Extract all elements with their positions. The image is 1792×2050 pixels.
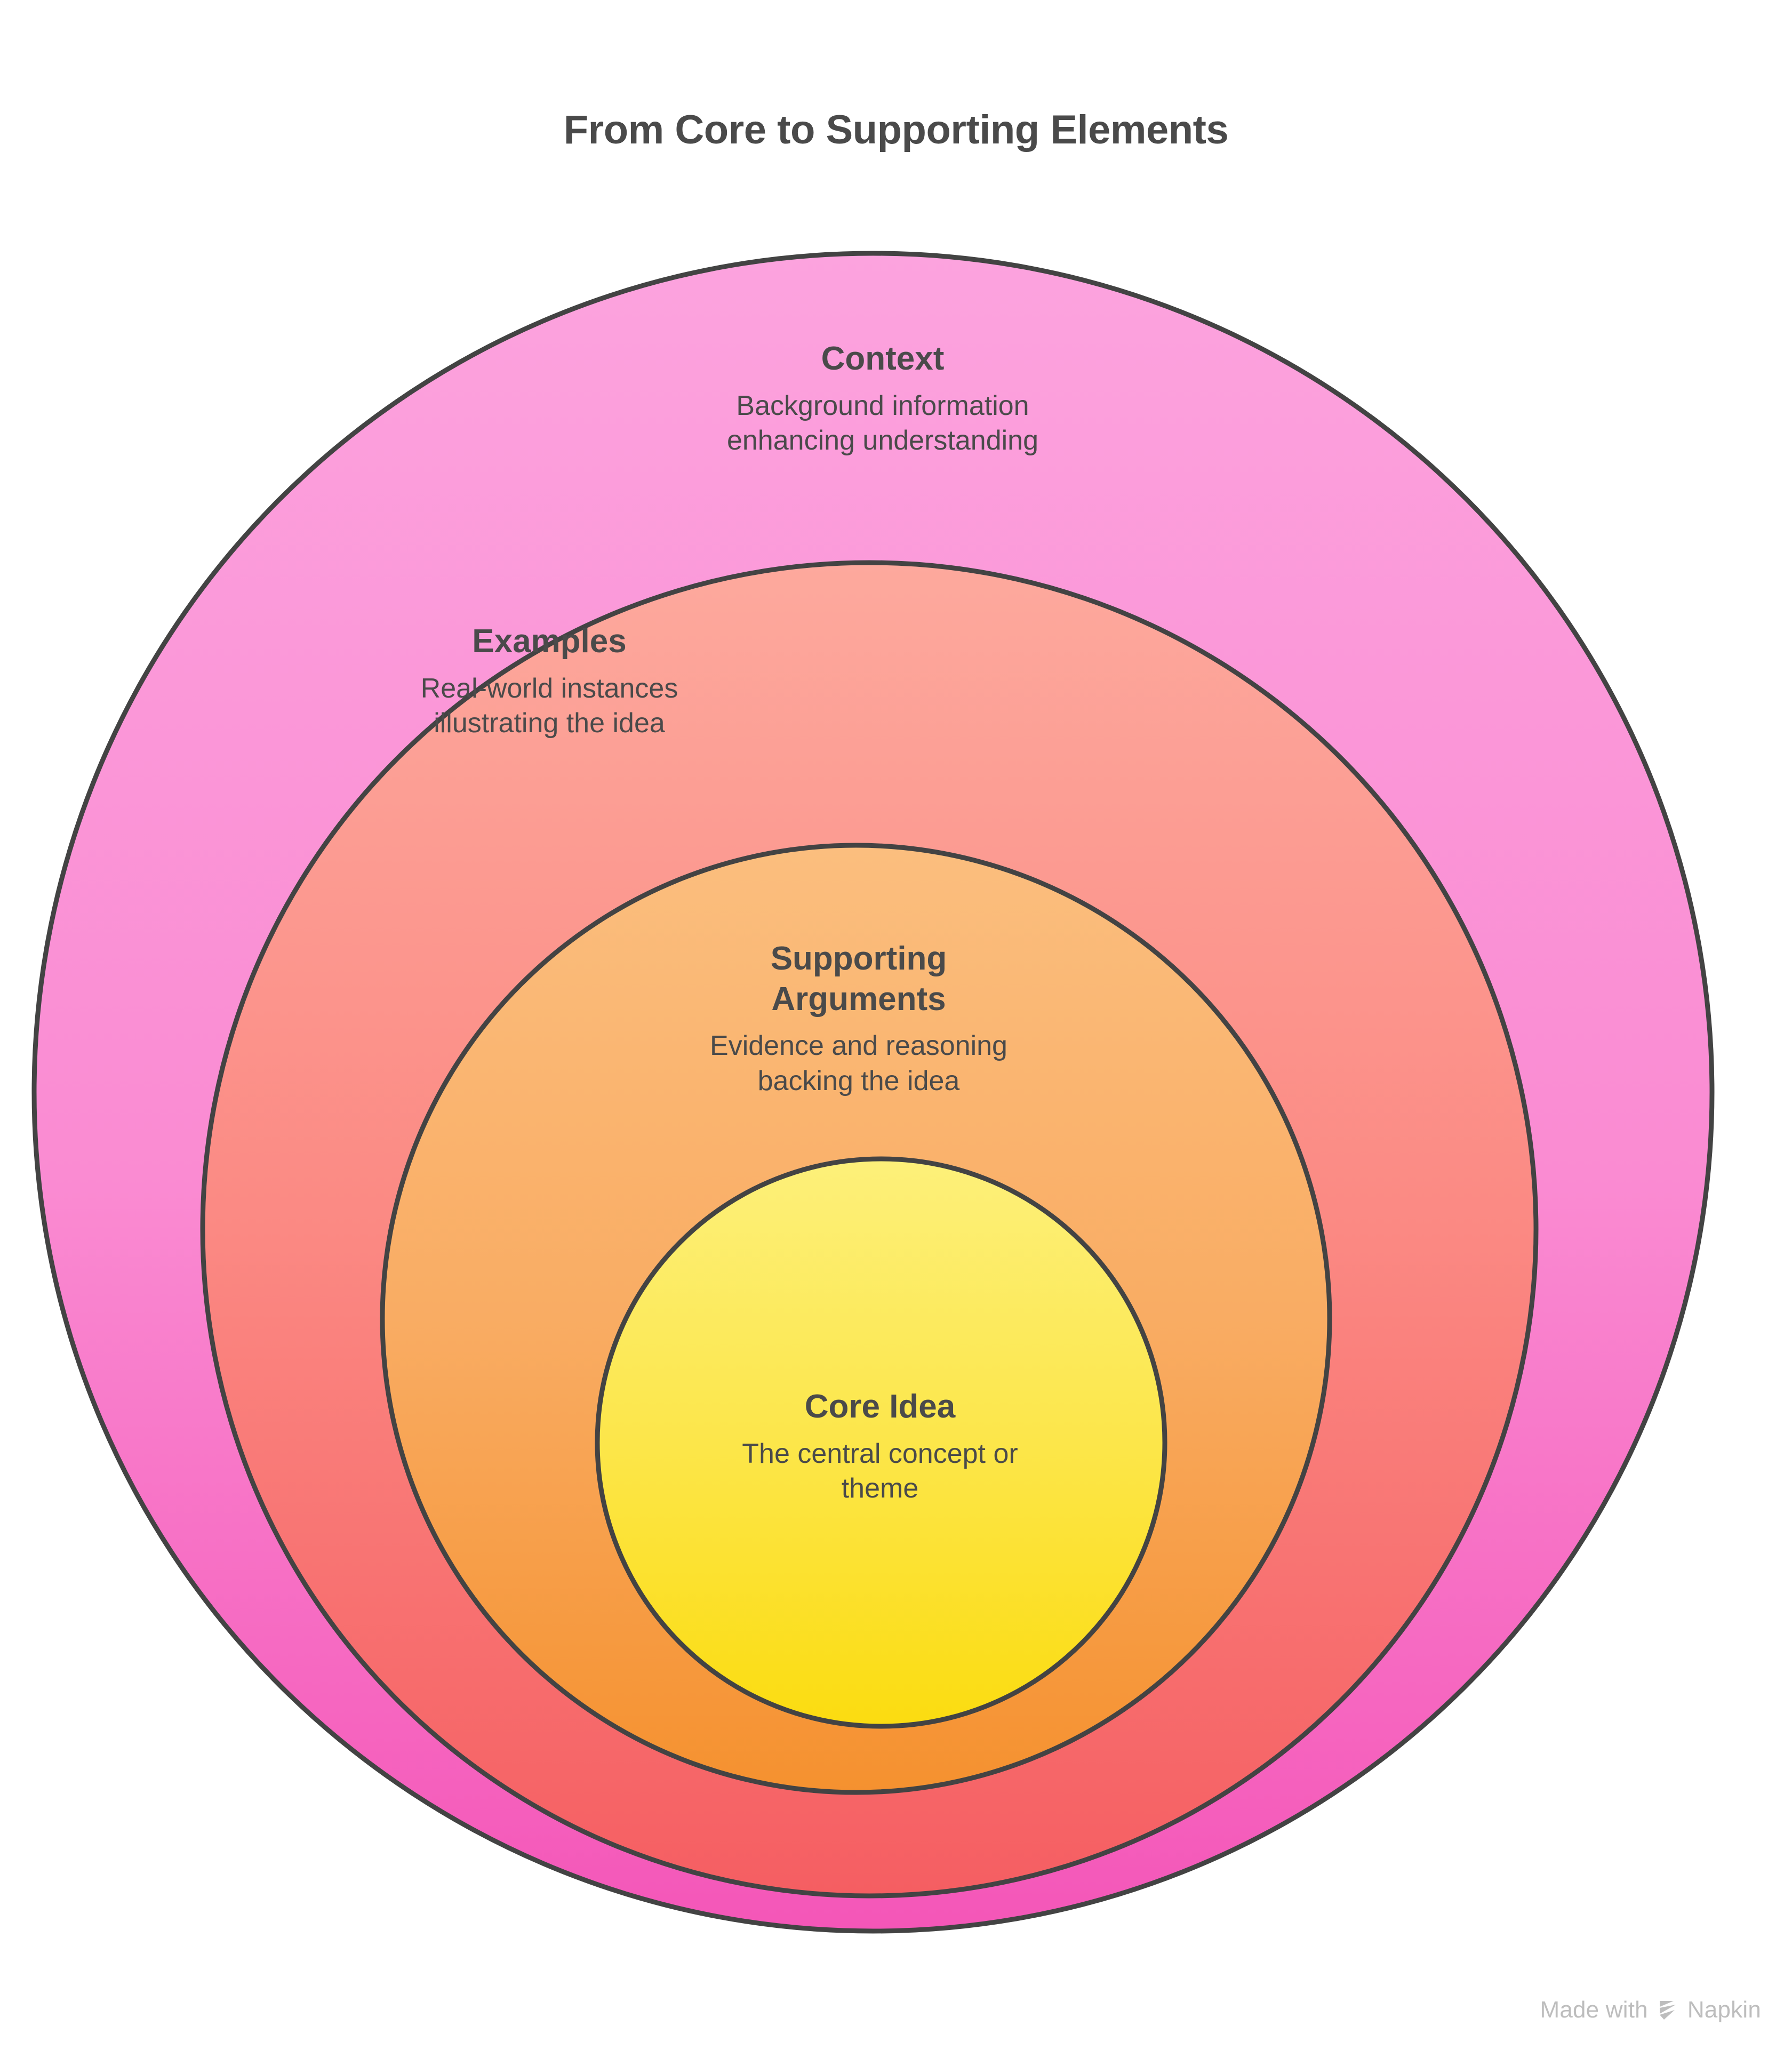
watermark-prefix-text: Made with [1540, 1997, 1648, 2023]
napkin-logo-icon [1659, 2001, 1676, 2020]
watermark-brand-text: Napkin [1687, 1997, 1761, 2023]
napkin-watermark[interactable]: Made with Napkin [1540, 1998, 1761, 2022]
ring-circle-core-idea[interactable] [595, 1156, 1167, 1729]
page-title: From Core to Supporting Elements [563, 107, 1229, 153]
